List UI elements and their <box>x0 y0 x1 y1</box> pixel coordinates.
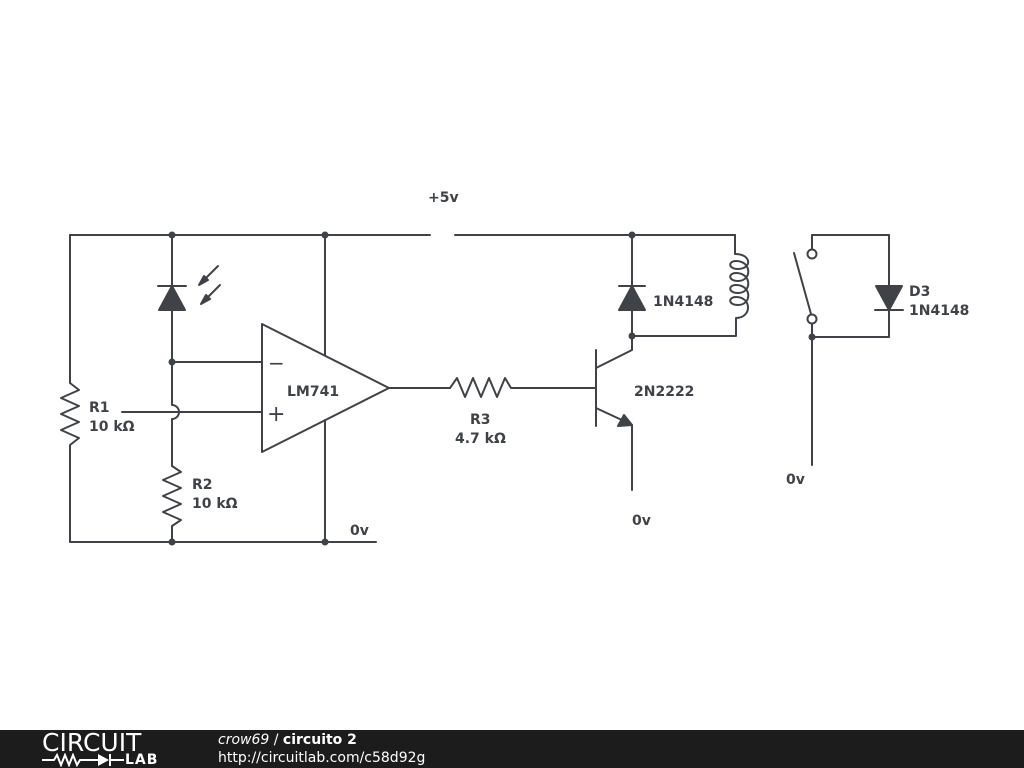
opamp-plus-label: + <box>267 402 285 427</box>
footer-bar: CIRCUIT LAB crow69 / circuito 2 http://c… <box>0 730 1024 768</box>
opamp-label: LM741 <box>287 384 339 400</box>
junction-dot <box>168 358 176 366</box>
opamp-lm741 <box>121 234 451 543</box>
junction-dot <box>168 231 176 239</box>
footer-text: crow69 / circuito 2 http://circuitlab.co… <box>218 731 425 767</box>
resistor-r2 <box>162 465 182 543</box>
d3-ref: D3 <box>909 284 930 300</box>
photodiode <box>157 265 221 363</box>
ground-label-opamp: 0v <box>350 523 369 539</box>
junction-dot <box>808 333 816 341</box>
r3-ref: R3 <box>470 412 491 428</box>
opamp-minus-label: − <box>268 351 285 375</box>
supply-label: +5v <box>428 190 459 206</box>
logo-sub: LAB <box>125 752 159 768</box>
circuit-schematic: +5v 0v 0v 0v R1 10 kΩ R2 10 kΩ R3 4.7 kΩ… <box>60 190 969 546</box>
footer-user-link[interactable]: crow69 <box>218 732 270 748</box>
r2-ref: R2 <box>192 477 213 493</box>
ground-label-transistor: 0v <box>632 513 651 529</box>
junction-dot <box>168 538 176 546</box>
junction-dot <box>628 332 636 340</box>
diode-d3 <box>874 234 904 338</box>
circuitlab-logo[interactable]: CIRCUIT LAB <box>42 730 182 768</box>
r1-value: 10 kΩ <box>89 419 135 435</box>
ground-label-switch: 0v <box>786 472 805 488</box>
junction-dot <box>321 538 329 546</box>
resistor-r3 <box>449 377 597 398</box>
transistor-label: 2N2222 <box>634 384 694 400</box>
logo-wordmark: CIRCUIT <box>42 728 142 757</box>
resistor-r1 <box>60 234 80 543</box>
r3-value: 4.7 kΩ <box>455 431 506 447</box>
d3-value: 1N4148 <box>909 303 969 319</box>
r2-value: 10 kΩ <box>192 496 238 512</box>
diode1-label: 1N4148 <box>653 294 713 310</box>
relay-coil <box>729 234 750 337</box>
footer-url-link[interactable]: http://circuitlab.com/c58d92g <box>218 750 426 766</box>
junction-dot <box>628 231 636 239</box>
junction-dot <box>321 231 329 239</box>
footer-separator: / <box>269 732 283 748</box>
transistor-2n2222 <box>595 335 633 491</box>
r1-ref: R1 <box>89 400 110 416</box>
divider-wire-mid <box>171 361 180 467</box>
footer-circuit-title[interactable]: circuito 2 <box>282 732 357 748</box>
diode-1n4148 <box>618 234 736 337</box>
resistor-diode-logo-icon <box>42 753 124 767</box>
relay-switch <box>793 234 890 466</box>
footer-title-line: crow69 / circuito 2 <box>218 731 425 749</box>
